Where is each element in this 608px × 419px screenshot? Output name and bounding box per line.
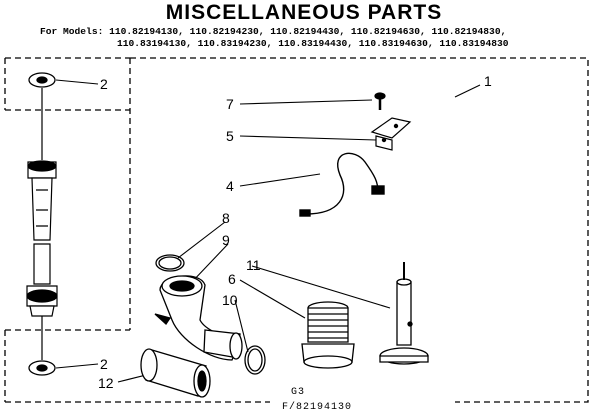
part-7-screw	[374, 92, 386, 110]
model-list-line-2: 110.83194130, 110.83194230, 110.83194430…	[117, 38, 509, 49]
leader-5	[239, 135, 377, 141]
model-list: For Models: 110.82194130, 110.82194230, …	[40, 26, 606, 50]
part-2-washer-bottom	[28, 360, 56, 376]
part-9-elbow-hose	[154, 275, 243, 361]
callout-5: 5	[226, 128, 234, 144]
part-6-filter	[301, 301, 355, 369]
callout-7: 7	[226, 96, 234, 112]
callout-2-top: 2	[100, 76, 108, 92]
leader-6	[239, 279, 306, 319]
leader-4	[239, 173, 321, 187]
drawing-code-1: G3	[291, 387, 306, 398]
leader-2-bottom	[55, 363, 99, 369]
part-standpipe-assembly	[26, 88, 58, 360]
callout-8: 8	[222, 210, 230, 226]
leader-2-top	[55, 79, 99, 85]
assembly-boundary	[130, 57, 589, 403]
part-5-bracket	[370, 117, 412, 151]
part-10-hose-clamp	[244, 345, 266, 375]
part-8-clamp	[155, 254, 185, 272]
leader-7	[239, 99, 373, 105]
page-title: MISCELLANEOUS PARTS	[165, 1, 443, 24]
model-list-line-1: For Models: 110.82194130, 110.82194230, …	[40, 26, 507, 37]
part-12-coupling	[140, 348, 211, 398]
leader-1	[454, 84, 481, 98]
callout-6: 6	[228, 271, 236, 287]
leader-8	[177, 221, 226, 259]
leader-10	[234, 299, 249, 353]
callout-12: 12	[98, 375, 114, 391]
drawing-code-2: F/82194130	[282, 402, 353, 413]
callout-2-bottom: 2	[100, 356, 108, 372]
callout-1: 1	[484, 73, 492, 89]
callout-11: 11	[246, 257, 261, 273]
part-4-wire-harness	[299, 152, 385, 217]
part-11-post	[379, 262, 429, 365]
leader-11	[251, 265, 391, 309]
callout-10: 10	[222, 292, 238, 308]
callout-4: 4	[226, 178, 234, 194]
part-2-washer-top	[28, 72, 56, 88]
callout-9: 9	[222, 232, 230, 248]
